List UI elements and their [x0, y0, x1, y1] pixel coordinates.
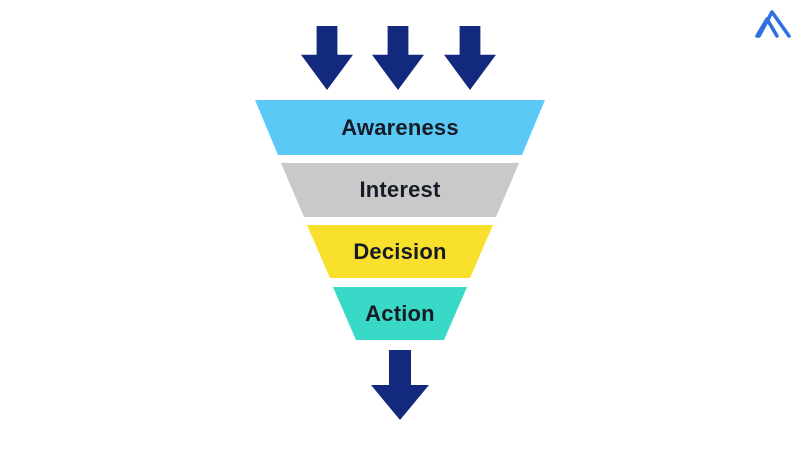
funnel-segment-awareness: Awareness — [255, 100, 545, 155]
down-arrow-icon — [371, 350, 429, 420]
funnel-label-awareness: Awareness — [341, 114, 459, 140]
funnel-segment-interest: Interest — [281, 163, 519, 217]
funnel-segment-decision: Decision — [307, 225, 493, 278]
funnel-label-decision: Decision — [353, 238, 447, 264]
mountain-logo-icon — [755, 10, 791, 38]
funnel-segment-action: Action — [333, 287, 467, 340]
funnel-label-interest: Interest — [359, 177, 441, 202]
down-arrow-icon — [372, 26, 424, 90]
funnel-label-action: Action — [365, 300, 435, 326]
down-arrow-icon — [301, 26, 353, 90]
down-arrow-icon — [444, 26, 496, 90]
